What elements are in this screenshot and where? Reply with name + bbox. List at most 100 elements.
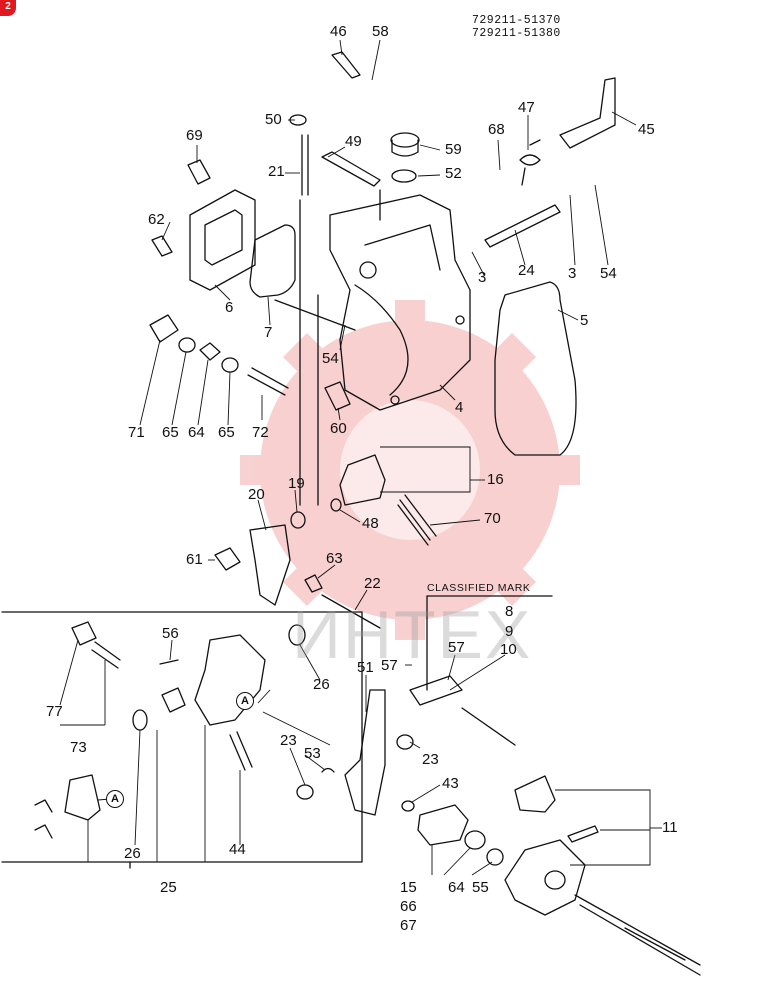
stop-lever [344, 689, 386, 816]
control-lever [194, 634, 266, 726]
lever-20 [249, 524, 291, 606]
nut-63 [304, 574, 323, 593]
callout-67: 67 [400, 917, 417, 934]
callout-57a: 57 [381, 657, 398, 674]
callout-50: 50 [265, 111, 282, 128]
callout-68: 68 [488, 121, 505, 138]
callout-16: 16 [487, 471, 504, 488]
callout-62: 62 [148, 211, 165, 228]
callout-9: 9 [505, 623, 514, 640]
ref-circle-a-2: A [106, 790, 124, 808]
screw-b [34, 824, 53, 839]
callout-60: 60 [330, 420, 347, 437]
spring-73 [91, 641, 121, 669]
part-code-1: 729211-51370 [472, 14, 561, 27]
callout-54b: 54 [322, 350, 339, 367]
case-boss [359, 261, 377, 279]
callout-57b: 57 [448, 639, 465, 656]
callout-72: 72 [252, 424, 269, 441]
callout-45: 45 [638, 121, 655, 138]
collar [161, 687, 186, 713]
group-box [1, 611, 363, 863]
callout-11: 11 [662, 819, 678, 836]
shaft [484, 204, 561, 248]
case-hole [390, 395, 400, 405]
pin-11 [567, 825, 599, 843]
callout-59: 59 [445, 141, 462, 158]
callout-69: 69 [186, 127, 203, 144]
lever-head [514, 775, 556, 813]
callout-51: 51 [357, 659, 374, 676]
spring-47 [519, 139, 541, 186]
callout-65a: 65 [162, 424, 179, 441]
callout-48: 48 [362, 515, 379, 532]
bushing-26b [132, 709, 148, 731]
nut-77 [71, 621, 97, 646]
callout-71: 71 [128, 424, 145, 441]
ref-circle-a-1: A [236, 692, 254, 710]
callout-24: 24 [518, 262, 535, 279]
plate-gasket [189, 189, 256, 291]
washer-23b [296, 784, 314, 800]
washer-55 [486, 848, 504, 866]
callout-73: 73 [70, 739, 87, 756]
washer-65b [221, 357, 239, 373]
callout-52: 52 [445, 165, 462, 182]
callout-56: 56 [162, 625, 179, 642]
callout-22: 22 [364, 575, 381, 592]
part-code-2: 729211-51380 [472, 27, 561, 40]
washer-23 [396, 734, 414, 750]
callout-64b: 64 [448, 879, 465, 896]
lever-shaft [559, 77, 616, 149]
knob [417, 804, 469, 846]
callout-3b: 3 [568, 265, 577, 282]
o-ring-gasket [249, 224, 296, 298]
governor-case [329, 194, 471, 411]
nut-64 [199, 342, 221, 361]
cover-gasket [494, 281, 577, 456]
callout-47: 47 [518, 99, 535, 116]
nut-64b [464, 830, 486, 850]
spring-44 [229, 731, 253, 771]
corner-badge: 2 [0, 0, 16, 16]
pin-56 [159, 659, 179, 665]
callout-6: 6 [225, 299, 234, 316]
watermark-text: ИНТЕХ [292, 597, 533, 673]
plate-gasket-window [204, 209, 243, 266]
spring-70 [397, 494, 437, 546]
callout-46: 46 [330, 23, 347, 40]
bracket [64, 774, 101, 821]
callout-54a: 54 [600, 265, 617, 282]
callout-20: 20 [248, 486, 265, 503]
callout-58: 58 [372, 23, 389, 40]
callout-23b: 23 [422, 751, 439, 768]
callout-10: 10 [500, 641, 517, 658]
cap [390, 132, 420, 148]
callout-25: 25 [160, 879, 177, 896]
callout-44: 44 [229, 841, 246, 858]
spring-72 [247, 367, 289, 396]
callout-21: 21 [268, 163, 285, 180]
adjust-rod [461, 707, 516, 746]
bolt-46 [331, 51, 361, 79]
callout-4: 4 [455, 399, 464, 416]
case-hole-2 [455, 315, 465, 325]
governor-case-inner [354, 224, 441, 396]
callout-70: 70 [484, 510, 501, 527]
callout-63: 63 [326, 550, 343, 567]
callout-5: 5 [580, 312, 589, 329]
callout-3a: 3 [478, 269, 487, 286]
bolt-49 [321, 151, 381, 187]
control-cable [574, 894, 701, 976]
bolt-43-head [401, 800, 415, 812]
washer-65 [178, 337, 196, 353]
bushing-26 [288, 624, 306, 646]
callout-7: 7 [264, 324, 273, 341]
callout-26b: 26 [124, 845, 141, 862]
callout-49: 49 [345, 133, 362, 150]
ring-48 [330, 498, 342, 512]
callout-53: 53 [304, 745, 321, 762]
speed-lever [409, 675, 463, 706]
